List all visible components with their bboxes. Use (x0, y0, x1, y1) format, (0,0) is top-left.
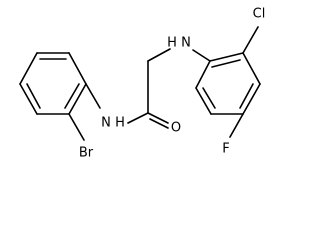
bond (195, 60, 211, 89)
double-bond (211, 59, 241, 68)
bond-c-cl (242, 26, 259, 54)
chemical-structure: Br N H O H N Cl F (19, 7, 266, 161)
bond (19, 83, 38, 115)
double-bond (239, 83, 254, 109)
bond (68, 83, 87, 115)
nitrogen-atom: N (181, 36, 191, 51)
bond-ch2-nh (147, 48, 171, 62)
fluorine-atom: F (222, 142, 229, 157)
amide-nitrogen-atom: N (101, 116, 111, 131)
oxygen-atom: O (171, 121, 181, 136)
bond-nh-ring (192, 49, 211, 62)
bond (19, 52, 38, 85)
carbonyl-double-bond (149, 118, 169, 129)
double-bond (64, 83, 80, 109)
bond (242, 83, 261, 115)
bond-c-n-amide (85, 83, 101, 109)
bond-c-f (229, 113, 244, 138)
bond (242, 52, 261, 85)
bond-c-br (68, 113, 85, 141)
bond-n-carbonyl (127, 112, 149, 124)
bromine-atom: Br (79, 146, 94, 161)
bromophenyl-ring (19, 52, 87, 115)
chlorine-atom: Cl (253, 7, 266, 22)
bond (195, 87, 212, 115)
double-bond (26, 83, 41, 109)
hydrogen-atom: H (167, 36, 177, 51)
amide-hydrogen-atom: H (115, 116, 125, 131)
carbonyl-double-bond (147, 112, 169, 124)
bond (68, 52, 87, 85)
double-bond (202, 87, 216, 109)
chlorofluorophenyl-ring (195, 52, 261, 115)
bond (209, 52, 244, 62)
